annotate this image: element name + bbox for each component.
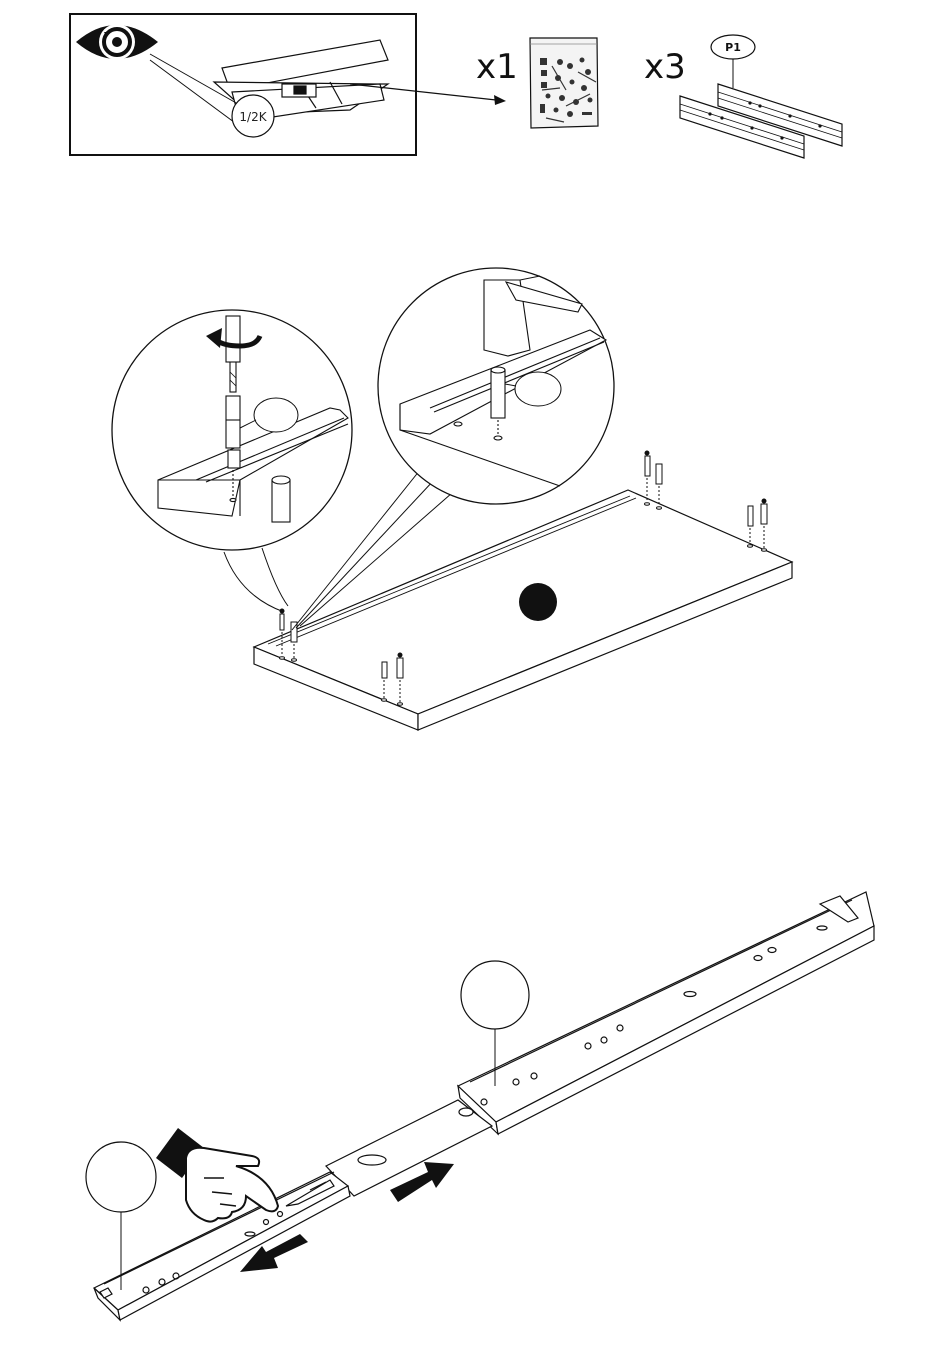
zoom-circle-screw-dowel <box>112 310 352 550</box>
slide-rails-qty: x3 <box>644 47 686 87</box>
package-code-label: 1/2K <box>239 110 267 124</box>
shelf-panel-diagram <box>112 268 792 730</box>
panel-marker-dot <box>519 583 557 621</box>
zoom-circle-hammer-dowel <box>378 268 614 504</box>
part-tag-p1-label: P1 <box>725 41 741 54</box>
slide-rail-extension-diagram <box>86 892 874 1320</box>
slide-rails-illustration: P1 <box>680 35 842 158</box>
inspection-panel: 1/2K <box>70 14 416 155</box>
hardware-bag-illustration <box>530 38 598 128</box>
hardware-bag-qty: x1 <box>476 47 518 87</box>
